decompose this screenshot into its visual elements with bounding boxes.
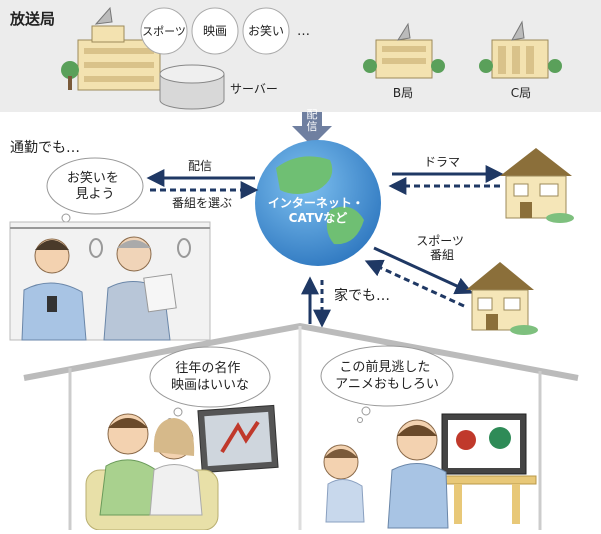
train-commuters [9,221,211,341]
station-c-building [479,20,562,79]
home-bubble-right-text: この前見逃した アニメおもしろい [335,359,439,392]
sports-label: スポーツ 番組 [416,234,468,262]
main-station-building [61,6,161,91]
broadcast-title: 放送局 [9,10,55,28]
genre-ellipsis: … [297,24,310,39]
commute-title: 通勤でも… [10,140,80,156]
svg-text:お笑い: お笑い [248,23,284,38]
tv-desk-right [435,413,537,524]
drama-label: ドラマ [424,155,460,169]
commute-bubble-text: お笑いを 見よう [67,170,123,202]
family-watching [323,419,449,529]
genre-bubble-sports: スポーツ [140,7,188,55]
server-icon [159,64,225,110]
server-label: サーバー [230,82,278,96]
home-label: 家でも… [334,287,390,304]
station-c-label: C局 [511,86,531,100]
svg-text:映画: 映画 [203,24,227,38]
commute-deliver-label: 配信 [188,159,212,173]
svg-text:スポーツ: スポーツ [142,25,186,38]
genre-bubble-movie: 映画 [191,7,239,55]
globe-label: インターネット・ CATVなど [268,196,368,225]
sports-deliver-arrow [373,246,474,295]
sports-select-arrow [364,259,465,308]
home-bubble-right [320,345,454,423]
delivery-down-arrow [292,112,332,146]
globe-icon [255,140,381,266]
couple-on-sofa [85,413,219,531]
commute-bubble [46,157,144,231]
commute-select-label: 番組を選ぶ [172,196,232,210]
genre-bubble-comedy: お笑い [242,7,290,55]
station-b-label: B局 [393,86,413,100]
wall-tv-left [197,404,279,474]
house-drama [500,148,574,223]
home-bubble-left-text: 往年の名作 映画はいいな [171,360,249,393]
delivery-label: 配信 [307,108,318,133]
station-b-building [363,22,445,79]
house-sports [466,262,538,335]
home-outline [23,322,579,530]
